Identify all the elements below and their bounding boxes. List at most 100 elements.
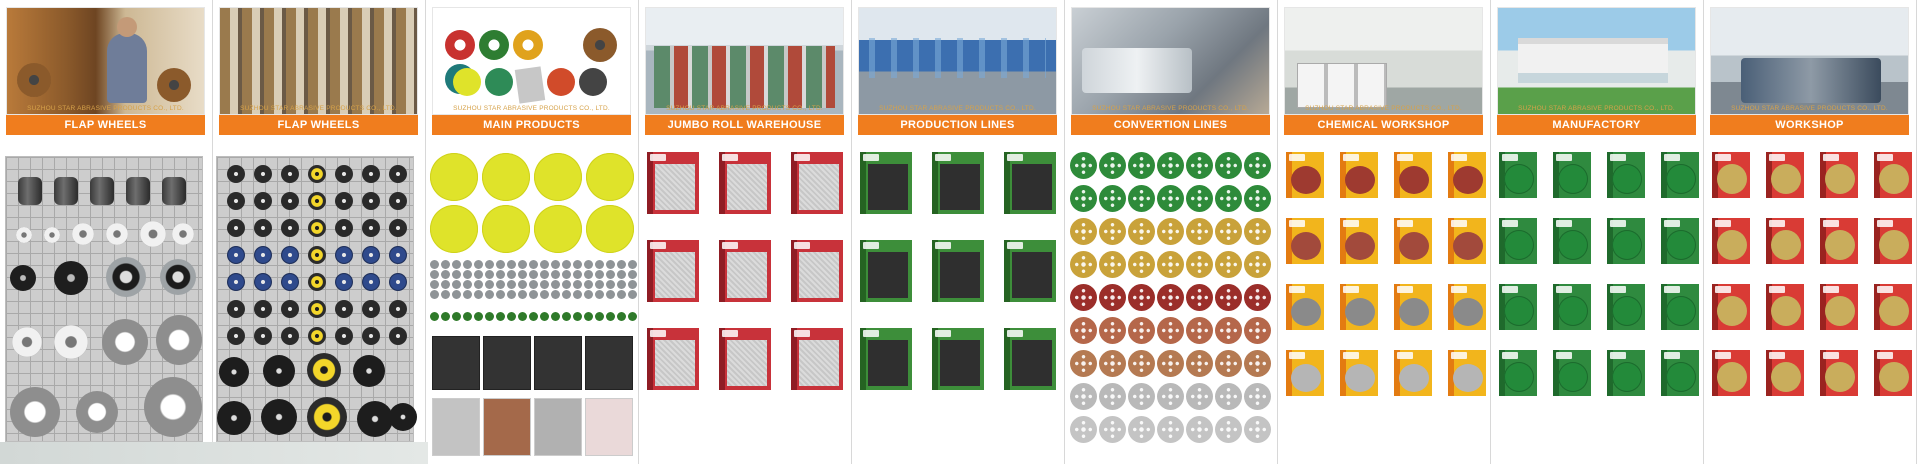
velcro-disc-yellow [430, 205, 478, 253]
pack-window [1453, 298, 1483, 326]
fiber-disc [254, 273, 272, 291]
velcro-disc-yellow [586, 153, 634, 201]
sanding-disc [1128, 218, 1155, 245]
pack-window [1612, 296, 1642, 326]
flap-wheel [106, 223, 128, 245]
category-card-jumbo-roll-warehouse[interactable]: SUZHOU STAR ABRASIVE PRODUCTS CO., LTD. … [645, 7, 844, 135]
category-card-flap-wheels-2[interactable]: SUZHOU STAR ABRASIVE PRODUCTS CO., LTD. … [219, 7, 418, 135]
pack-logo [1769, 352, 1785, 359]
sanding-disc [1157, 284, 1184, 311]
pack-stripe [1874, 284, 1880, 330]
abrasive-disc [547, 68, 575, 96]
product-pack [791, 240, 843, 302]
pack-logo [722, 330, 738, 337]
fiber-disc [389, 327, 407, 345]
category-card-manufactory[interactable]: SUZHOU STAR ABRASIVE PRODUCTS CO., LTD. … [1497, 7, 1696, 135]
category-column-production-lines: SUZHOU STAR ABRASIVE PRODUCTS CO., LTD. … [852, 0, 1065, 464]
sanding-disc [1128, 251, 1155, 278]
pack-logo [1769, 154, 1785, 161]
fiber-disc [335, 165, 353, 183]
pack-logo [1502, 220, 1518, 227]
pack-stripe [1499, 284, 1505, 330]
pack-window [1879, 164, 1909, 194]
pack-stripe [1661, 152, 1667, 198]
category-card-workshop[interactable]: SUZHOU STAR ABRASIVE PRODUCTS CO., LTD. … [1710, 7, 1909, 135]
pack-window [1879, 296, 1909, 326]
product-pack [1448, 218, 1486, 264]
small-disc-green [573, 312, 582, 321]
fiber-disc [362, 192, 380, 210]
pack-logo [1007, 154, 1023, 161]
small-disc-green [463, 312, 472, 321]
category-card-convertion-lines[interactable]: SUZHOU STAR ABRASIVE PRODUCTS CO., LTD. … [1071, 7, 1270, 135]
photo-watermark: SUZHOU STAR ABRASIVE PRODUCTS CO., LTD. [666, 105, 823, 112]
sanding-disc [1215, 317, 1242, 344]
product-board-flap-wheels [216, 156, 417, 442]
pack-stripe [1553, 152, 1559, 198]
sanding-disc [1215, 152, 1242, 179]
small-disc-grey [474, 280, 483, 289]
pack-window [1345, 232, 1375, 260]
pack-logo [935, 154, 951, 161]
fiber-disc [281, 246, 299, 264]
small-disc-grey [496, 280, 505, 289]
pack-logo [1397, 220, 1413, 227]
category-card-main-products[interactable]: SUZHOU STAR ABRASIVE PRODUCTS CO., LTD. … [432, 7, 631, 135]
fiber-disc [353, 355, 385, 387]
fiber-disc [227, 219, 245, 237]
pack-logo [1502, 352, 1518, 359]
pack-stripe [1874, 350, 1880, 396]
sanding-disc [1128, 185, 1155, 212]
pack-stripe [1607, 218, 1613, 264]
spindle-flap-wheel [54, 177, 78, 205]
pack-stripe [1607, 350, 1613, 396]
velcro-disc-yellow [586, 205, 634, 253]
fiber-disc [281, 327, 299, 345]
sanding-disc [1186, 383, 1213, 410]
factory-photo-warehouse: SUZHOU STAR ABRASIVE PRODUCTS CO., LTD. [645, 7, 844, 115]
sanding-disc [1186, 317, 1213, 344]
small-disc-grey [584, 290, 593, 299]
pack-window [1717, 230, 1747, 260]
sanding-disc [1244, 350, 1271, 377]
pack-logo [794, 242, 810, 249]
small-disc-grey [606, 290, 615, 299]
flap-wheel [54, 261, 88, 295]
chemical-tanks-shape [1297, 63, 1387, 108]
small-disc-grey [540, 260, 549, 269]
pack-window [1558, 164, 1588, 194]
category-card-production-lines[interactable]: SUZHOU STAR ABRASIVE PRODUCTS CO., LTD. … [858, 7, 1057, 135]
pack-window [1717, 296, 1747, 326]
sanding-disc [1157, 416, 1184, 443]
pack-logo [1715, 154, 1731, 161]
sanding-disc [1157, 251, 1184, 278]
small-disc-grey [540, 290, 549, 299]
small-disc-grey [474, 290, 483, 299]
small-disc-grey [617, 280, 626, 289]
sanding-disc [1099, 317, 1126, 344]
category-card-chemical-workshop[interactable]: SUZHOU STAR ABRASIVE PRODUCTS CO., LTD. … [1284, 7, 1483, 135]
fiber-disc [362, 246, 380, 264]
category-column-main-products: SUZHOU STAR ABRASIVE PRODUCTS CO., LTD. … [426, 0, 639, 464]
sanding-disc [1099, 284, 1126, 311]
pack-stripe [1286, 350, 1292, 396]
fiber-disc [335, 246, 353, 264]
category-banner: PRODUCTION LINES [858, 115, 1057, 135]
small-disc-green [430, 312, 439, 321]
abrasive-disc [485, 68, 513, 96]
machinery-shape [1741, 58, 1881, 103]
category-column-flap-wheels-1: SUZHOU STAR ABRASIVE PRODUCTS CO., LTD. … [0, 0, 213, 464]
fiber-disc [335, 192, 353, 210]
small-disc-grey [573, 270, 582, 279]
pack-logo [1823, 220, 1839, 227]
category-banner: CONVERTION LINES [1071, 115, 1270, 135]
sanding-disc [1070, 383, 1097, 410]
pack-stripe [1553, 350, 1559, 396]
pack-stripe [1340, 284, 1346, 330]
fiber-disc [362, 300, 380, 318]
category-banner: WORKSHOP [1710, 115, 1909, 135]
sanding-disc [1070, 185, 1097, 212]
pack-logo [1823, 352, 1839, 359]
product-pack [1448, 152, 1486, 198]
category-card-flap-wheels-1[interactable]: SUZHOU STAR ABRASIVE PRODUCTS CO., LTD. … [6, 7, 205, 135]
